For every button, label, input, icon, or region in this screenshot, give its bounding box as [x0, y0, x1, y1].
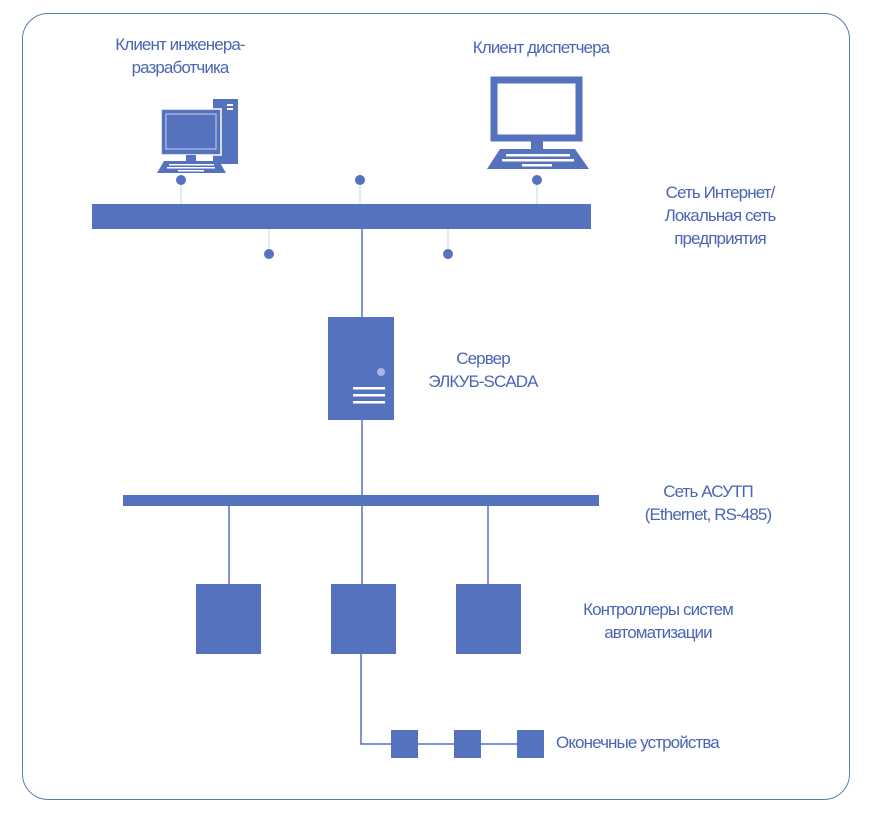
label-line: Сеть АСУТП	[663, 482, 754, 501]
pc-monitor	[160, 108, 222, 156]
internet-label: Сеть Интернет/ Локальная сеть предприяти…	[636, 181, 804, 250]
controllers-label: Контроллеры систем автоматизации	[548, 598, 768, 644]
dispatcher-client-label: Клиент диспетчера	[446, 36, 636, 59]
engineer-client-label: Клиент инженера- разработчика	[90, 33, 270, 79]
asutp-label: Сеть АСУТП (Ethernet, RS-485)	[618, 480, 798, 526]
engineer-pc-icon	[157, 99, 238, 173]
server-icon	[328, 317, 394, 420]
server-label: Сервер ЭЛКУБ-SCADA	[418, 347, 548, 393]
connection-dot	[355, 175, 365, 185]
label-line: Клиент инженера-	[115, 35, 245, 54]
label-line: Сервер	[456, 349, 510, 368]
controller-1	[196, 584, 261, 654]
diagram-frame	[22, 13, 850, 800]
laptop-screen	[490, 76, 583, 142]
label-line: предприятия	[674, 229, 767, 248]
label-line: Клиент диспетчера	[472, 38, 610, 57]
connection-dot	[443, 249, 453, 259]
label-line: Сеть Интернет/	[665, 183, 776, 202]
end-devices-label: Оконечные устройства	[556, 731, 720, 754]
connection-dot	[264, 249, 274, 259]
label-line: Оконечные устройства	[556, 733, 720, 752]
connection-dot	[176, 175, 186, 185]
end-device-1	[391, 730, 418, 758]
label-line: (Ethernet, RS-485)	[644, 505, 772, 524]
dispatcher-laptop-icon	[487, 76, 589, 169]
label-line: Локальная сеть	[664, 206, 777, 225]
label-line: автоматизации	[604, 623, 712, 642]
internet-bus	[92, 204, 591, 229]
connection-dot	[532, 175, 542, 185]
controller-2	[331, 584, 396, 654]
label-line: ЭЛКУБ-SCADA	[428, 372, 538, 391]
asutp-bus	[123, 495, 599, 506]
end-device-2	[454, 730, 481, 758]
label-line: Контроллеры систем	[583, 600, 734, 619]
end-device-3	[517, 730, 544, 758]
label-line: разработчика	[131, 58, 230, 77]
controller-3	[456, 584, 521, 654]
